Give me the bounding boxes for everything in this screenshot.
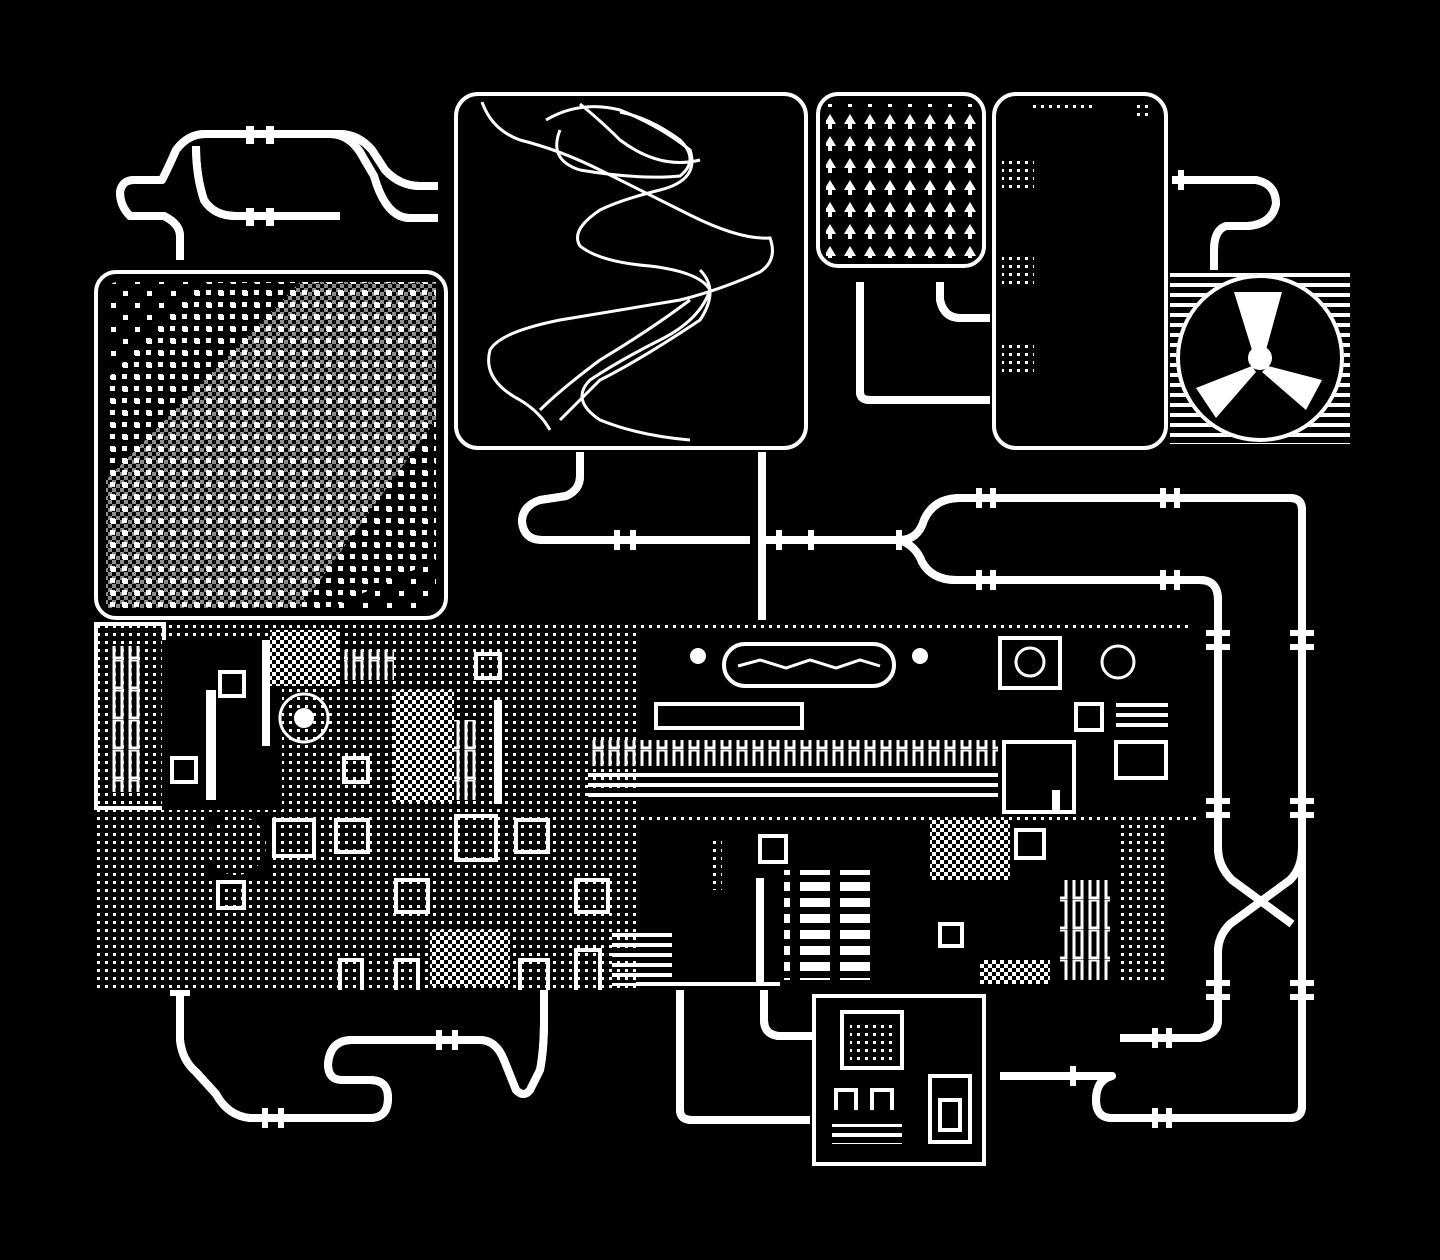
gear-icon xyxy=(278,692,330,744)
fan-unit xyxy=(1170,270,1350,444)
vertical-tank xyxy=(992,92,1168,450)
pipe-couplings xyxy=(170,126,1314,1128)
fan-icon xyxy=(1196,292,1322,418)
control-box xyxy=(812,994,986,1166)
capsule-icon xyxy=(722,642,896,688)
dither-panel xyxy=(94,270,448,620)
waveform-screen xyxy=(454,92,808,450)
circuit-board xyxy=(92,620,1196,990)
keypad-icon xyxy=(840,1010,904,1070)
triangle-grid xyxy=(816,92,986,268)
